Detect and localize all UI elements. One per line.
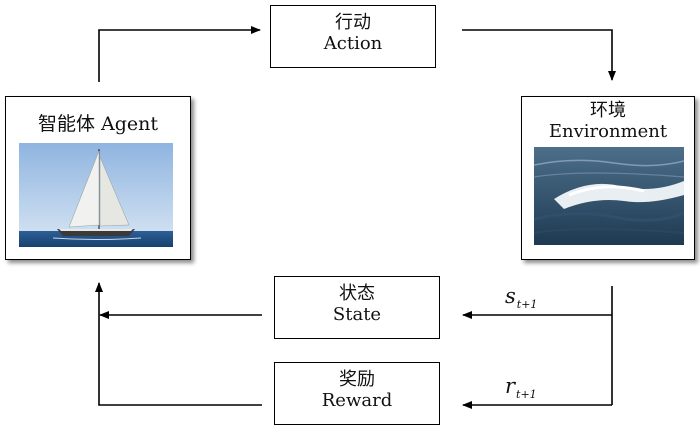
reward-var-subscript: t+1 (516, 388, 537, 401)
agent-title: 智能体 Agent (37, 113, 159, 135)
reward-label-en: Reward (321, 389, 393, 411)
action-to-environment-arrow (462, 29, 616, 81)
environment-box: 环境 Environment (521, 96, 695, 260)
state-var: s (505, 284, 516, 308)
reward-to-agent-arrow (95, 282, 262, 406)
reward-signal-label: rt+1 (505, 374, 537, 401)
action-label-zh: 行动 (335, 12, 371, 33)
action-box: 行动 Action (270, 5, 436, 68)
sailboat-icon (19, 143, 173, 247)
reward-box: 奖励 Reward (274, 362, 440, 425)
action-label-en: Action (323, 32, 383, 54)
ocean-wave-icon (534, 147, 684, 245)
reward-label-zh: 奖励 (339, 369, 375, 390)
agent-to-action-arrow (98, 26, 261, 82)
state-label-en: State (332, 303, 382, 325)
state-signal-label: st+1 (505, 284, 537, 311)
reward-var: r (505, 374, 516, 398)
environment-label-zh: 环境 (590, 100, 626, 121)
state-label-zh: 状态 (339, 283, 375, 304)
state-box: 状态 State (274, 276, 440, 339)
state-var-subscript: t+1 (516, 298, 538, 311)
environment-label-en: Environment (548, 120, 668, 142)
agent-box: 智能体 Agent (5, 96, 191, 260)
